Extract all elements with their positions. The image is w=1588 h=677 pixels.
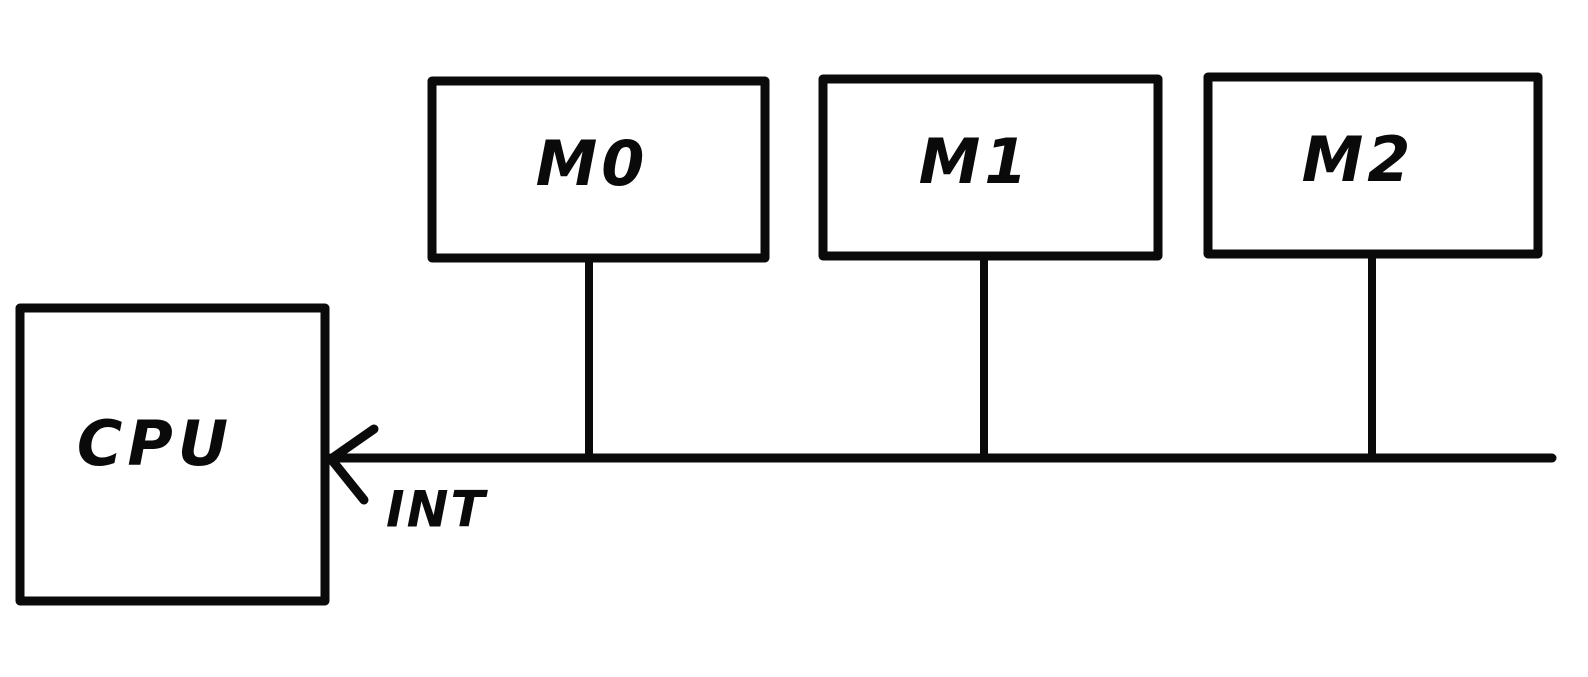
int-arrowhead-icon — [326, 424, 379, 505]
m2-label: M2 — [1302, 123, 1415, 196]
cpu-box[interactable] — [15, 303, 330, 606]
m2-box[interactable] — [1203, 72, 1543, 259]
m1-box[interactable] — [818, 74, 1163, 261]
node-m2[interactable]: M2 — [1203, 72, 1543, 259]
m0-label: M0 — [536, 127, 649, 200]
cpu-label: CPU — [77, 407, 233, 480]
int-label: INT — [386, 481, 488, 539]
m1-label: M1 — [919, 125, 1032, 198]
m0-box[interactable] — [427, 76, 770, 263]
node-m0[interactable]: M0 — [427, 76, 770, 263]
node-cpu[interactable]: CPU — [15, 303, 330, 606]
node-m1[interactable]: M1 — [818, 74, 1163, 261]
